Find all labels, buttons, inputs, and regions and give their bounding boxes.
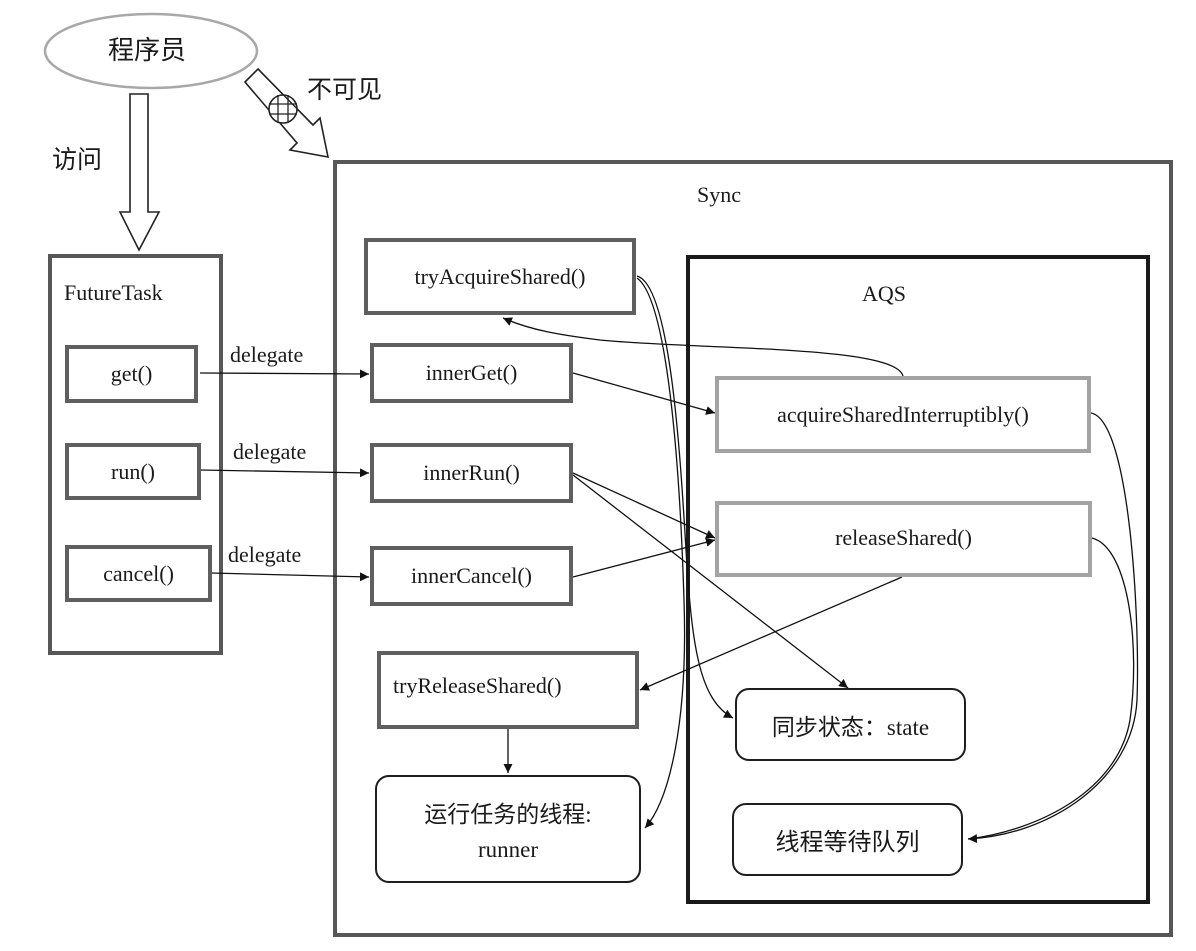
- access-hollow-arrow: [118, 93, 161, 252]
- method-run[interactable]: run(): [65, 443, 201, 500]
- access-label: 访问: [52, 147, 103, 174]
- arrow-release-to-tryrelease: [639, 576, 903, 691]
- release-shared-label: releaseShared(): [835, 525, 972, 550]
- method-release-shared[interactable]: releaseShared(): [715, 501, 1092, 577]
- try-release-shared-label: tryReleaseShared(): [393, 673, 562, 698]
- delegate-label-get: delegate: [230, 342, 304, 367]
- runner-thread-label: 运行任务的线程:: [424, 802, 592, 827]
- arrow-innerrun-to-state: [572, 474, 849, 689]
- method-inner-get[interactable]: innerGet(): [370, 343, 573, 403]
- method-cancel-label: cancel(): [103, 560, 174, 586]
- inner-run-label: innerRun(): [423, 460, 520, 485]
- delegate-label-cancel: delegate: [228, 542, 302, 567]
- method-try-release-shared[interactable]: tryReleaseShared(): [377, 651, 639, 729]
- arrow-release-to-waitqueue: [967, 537, 1135, 840]
- runner-field-label: runner: [477, 837, 539, 862]
- thread-wait-queue-box[interactable]: 线程等待队列: [732, 803, 963, 876]
- sync-state-label: 同步状态：state: [771, 714, 930, 740]
- runner-thread-box[interactable]: 运行任务的线程: runner: [375, 775, 641, 883]
- method-inner-run[interactable]: innerRun(): [370, 443, 573, 503]
- inner-get-label: innerGet(): [425, 360, 518, 385]
- delegate-arrow-run: [199, 468, 370, 478]
- sync-state-box[interactable]: 同步状态：state: [735, 688, 966, 761]
- method-try-acquire-shared[interactable]: tryAcquireShared(): [364, 238, 636, 315]
- arrow-tryacquire-to-state: [636, 275, 734, 719]
- method-cancel[interactable]: cancel(): [65, 545, 212, 602]
- method-inner-cancel[interactable]: innerCancel(): [370, 546, 573, 606]
- try-acquire-shared-label: tryAcquireShared(): [414, 263, 586, 289]
- invisible-label: 不可见: [307, 77, 383, 104]
- arrow-acquire-to-tryacquire: [502, 317, 904, 377]
- blocked-circle-icon: [257, 68, 314, 126]
- inner-cancel-label: innerCancel(): [411, 563, 532, 588]
- programmer-actor-ellipse: [43, 12, 259, 90]
- futuretask-container: [48, 254, 223, 655]
- sync-title: Sync: [697, 182, 741, 207]
- sync-container: [333, 160, 1173, 937]
- arrow-tryacquire-to-runner: [636, 277, 686, 829]
- method-acquire-shared-interruptibly[interactable]: acquireSharedInterruptibly(): [715, 376, 1091, 453]
- acquire-shared-interruptibly-label: acquireSharedInterruptibly(): [777, 401, 1029, 427]
- method-get-label: get(): [110, 361, 153, 386]
- thread-wait-queue-label: 线程等待队列: [775, 830, 920, 856]
- futuretask-title: FutureTask: [64, 280, 163, 305]
- arrow-acquire-to-waitqueue: [967, 412, 1139, 844]
- delegate-label-run: delegate: [233, 439, 307, 464]
- arrow-innerrun-to-release: [572, 472, 716, 539]
- aqs-title: AQS: [862, 281, 907, 306]
- arrow-innerget-to-acquire: [572, 372, 716, 415]
- method-get[interactable]: get(): [65, 345, 198, 403]
- arrow-innercancel-to-release: [572, 537, 716, 578]
- programmer-label: 程序员: [108, 36, 187, 65]
- delegate-arrow-get: [199, 369, 370, 379]
- delegate-arrow-cancel: [210, 572, 370, 582]
- method-run-label: run(): [111, 458, 155, 484]
